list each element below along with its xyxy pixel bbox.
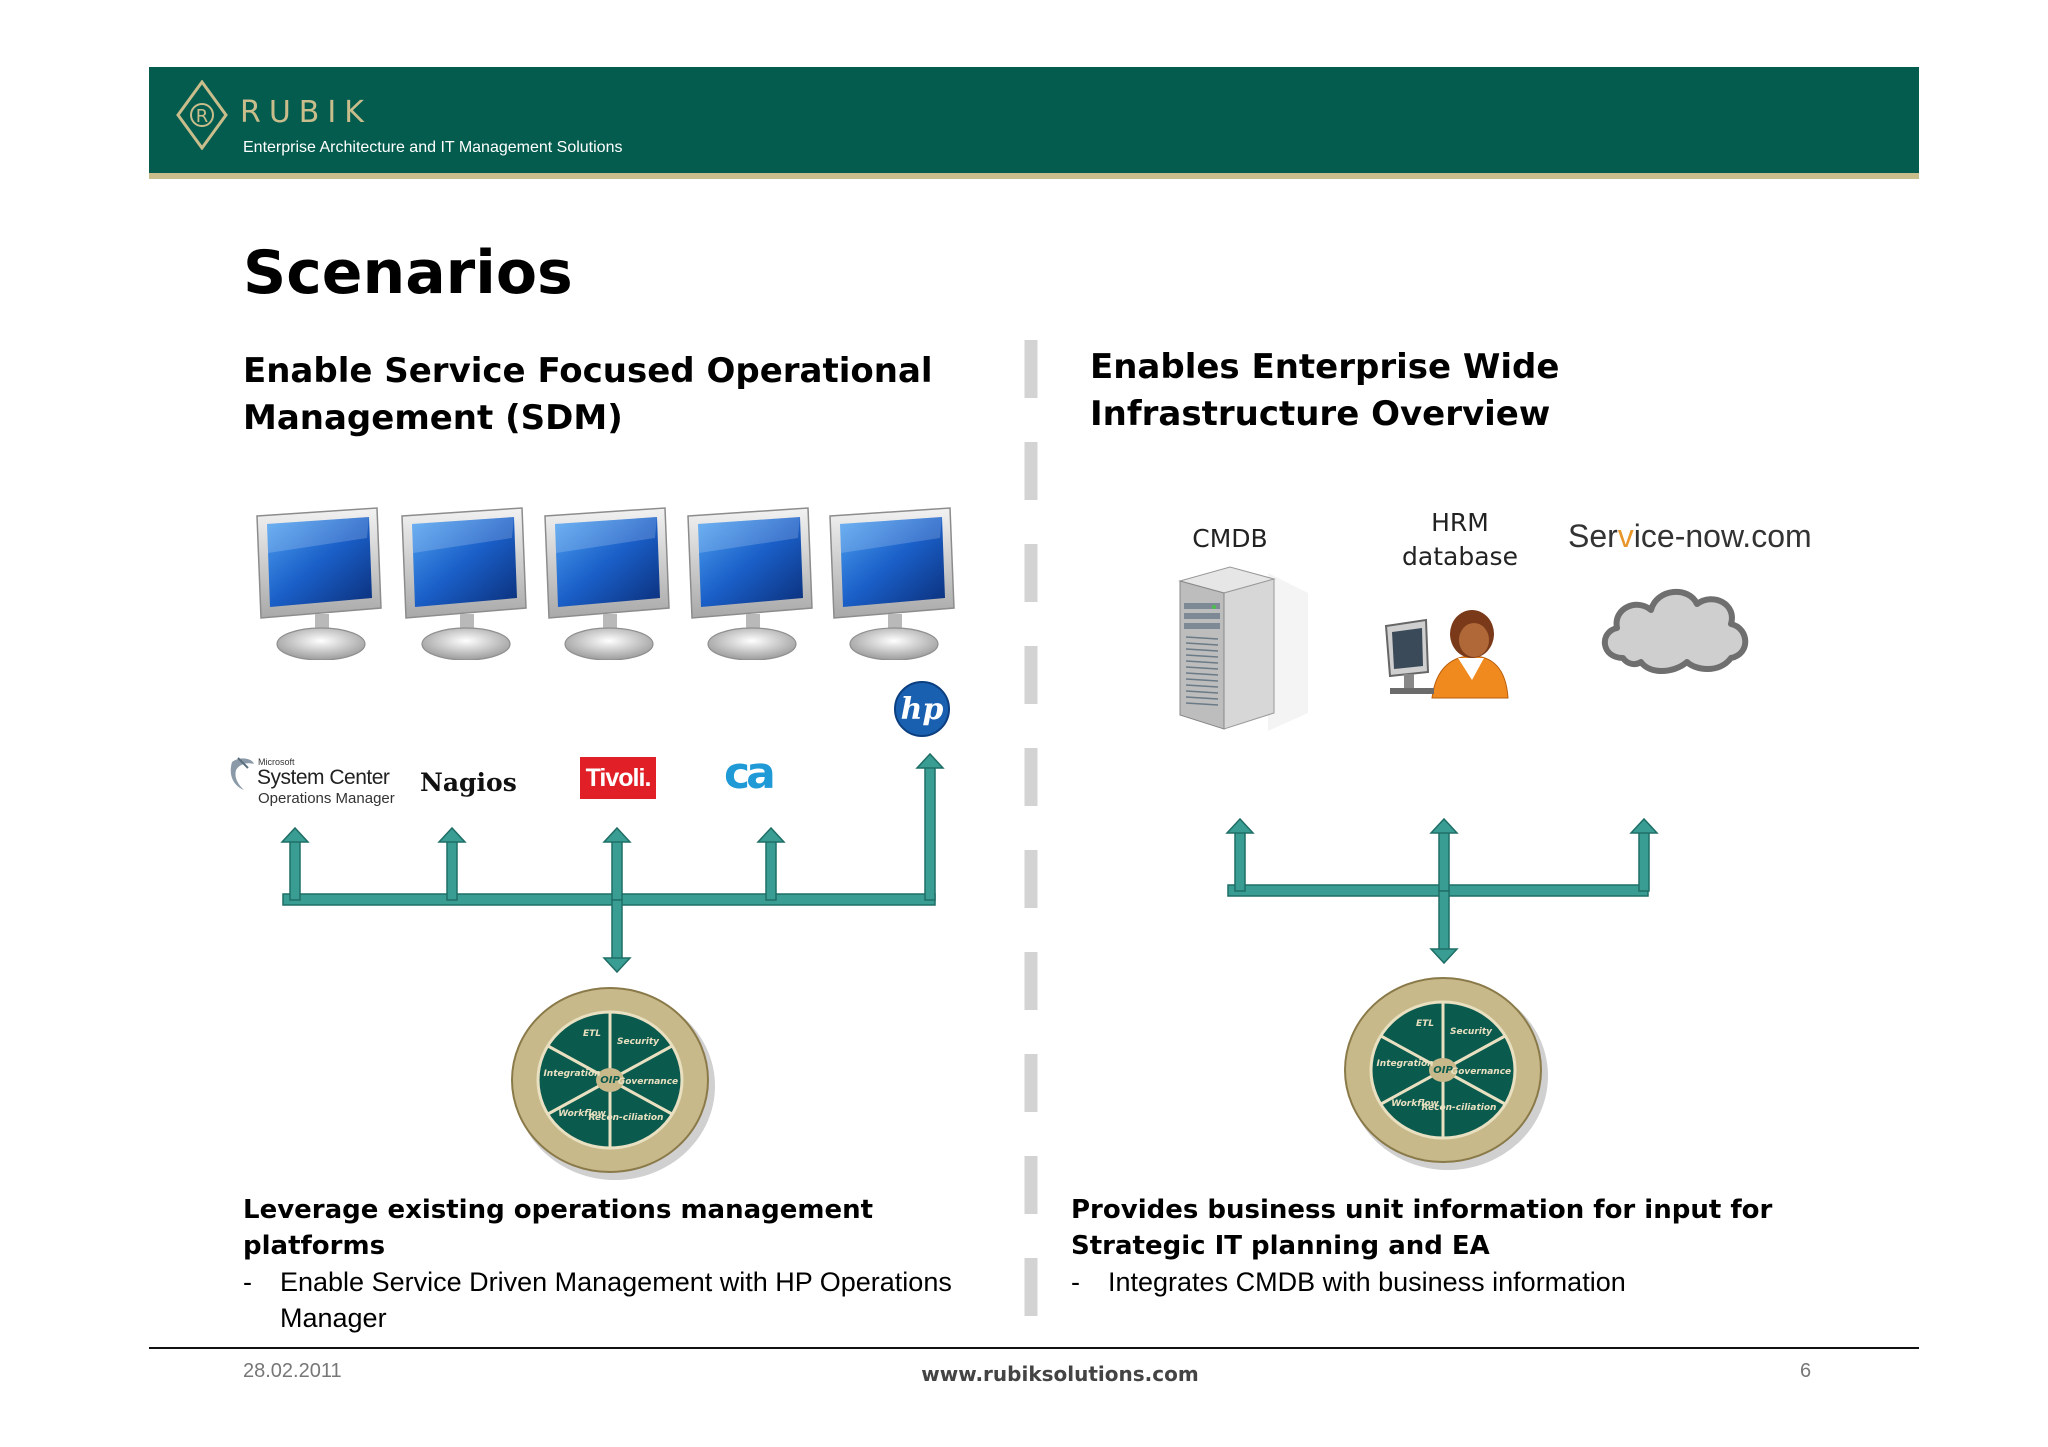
- logo-letter: R: [196, 106, 209, 127]
- system-center-subtitle: Operations Manager: [258, 790, 395, 807]
- oip-center: OIP: [1433, 1065, 1453, 1076]
- tivoli-logo-text: Tivoli.: [585, 763, 652, 792]
- oip-segment-reconciliation: Recon-ciliation: [589, 1113, 664, 1123]
- hrm-label-line2: database: [1402, 542, 1518, 571]
- right-heading-line2: Infrastructure Overview: [1090, 394, 1551, 434]
- monitor-icon: [256, 507, 382, 660]
- system-center-microsoft: Microsoft: [258, 757, 295, 767]
- right-summary: Provides business unit information for i…: [1071, 1192, 1851, 1300]
- left-summary: Leverage existing operations management …: [243, 1192, 1003, 1336]
- system-center-swoosh-icon: [230, 757, 254, 790]
- servicenow-logo: Service-now.com: [1568, 518, 1812, 555]
- right-summary-heading: Provides business unit information for i…: [1071, 1195, 1773, 1261]
- right-bullet-item: - Integrates CMDB with business informat…: [1071, 1264, 1851, 1300]
- monitor-icon: [829, 507, 955, 660]
- oip-wheel-left: ETL Security Governance Recon-ciliation …: [511, 987, 715, 1180]
- oip-segment-etl: ETL: [1416, 1019, 1434, 1029]
- oip-segment-security: Security: [617, 1037, 660, 1047]
- monitor-icon: [544, 507, 670, 660]
- hp-logo-icon: hp: [894, 681, 950, 737]
- oip-segment-integration: Integration: [1376, 1059, 1433, 1069]
- brand-tagline: Enterprise Architecture and IT Managemen…: [243, 139, 623, 156]
- servicenow-text-c: ice-now.com: [1633, 518, 1812, 554]
- right-heading-line1: Enables Enterprise Wide: [1090, 347, 1560, 387]
- footer-url[interactable]: www.rubiksolutions.com: [921, 1362, 1199, 1386]
- left-heading-line1: Enable Service Focused Operational: [243, 351, 933, 391]
- right-bullet-text: Integrates CMDB with business informatio…: [1108, 1267, 1626, 1297]
- header-bar: [149, 67, 1919, 173]
- hrm-user-icon: [1384, 610, 1509, 699]
- brand-name: RUBIK: [240, 95, 372, 130]
- oip-segment-reconciliation: Recon-ciliation: [1422, 1103, 1497, 1113]
- left-bullet-item: - Enable Service Driven Management with …: [243, 1264, 1003, 1336]
- left-heading-line2: Management (SDM): [243, 398, 623, 438]
- left-bullet-text: Enable Service Driven Management with HP…: [280, 1267, 952, 1333]
- cmdb-label: CMDB: [1192, 524, 1268, 553]
- bullet-dash: -: [1071, 1267, 1080, 1297]
- page-title: Scenarios: [243, 238, 573, 308]
- hrm-label-line1: HRM: [1431, 508, 1489, 537]
- server-icon: [1178, 566, 1308, 731]
- oip-segment-governance: Governance: [1451, 1067, 1511, 1077]
- right-connector-arrows: [1225, 817, 1659, 965]
- nagios-logo: Nagios: [420, 768, 517, 797]
- servicenow-text-a: Ser: [1568, 518, 1618, 554]
- section-divider: [1024, 340, 1038, 1320]
- oip-segment-etl: ETL: [583, 1029, 601, 1039]
- tivoli-logo: Tivoli.: [580, 757, 656, 799]
- ca-logo: ca: [724, 748, 776, 799]
- page-number: 6: [1800, 1360, 1812, 1382]
- footer-date: 28.02.2011: [243, 1360, 342, 1382]
- monitor-icon: [401, 507, 527, 660]
- monitor-icon: [687, 507, 813, 660]
- left-section-heading: Enable Service Focused Operational Manag…: [243, 348, 963, 442]
- bullet-dash: -: [243, 1267, 252, 1297]
- oip-center: OIP: [600, 1075, 620, 1086]
- rubik-logo-icon: R: [176, 80, 228, 150]
- oip-segment-governance: Governance: [618, 1077, 678, 1087]
- oip-segment-integration: Integration: [543, 1069, 600, 1079]
- oip-wheel-right: ETL Security Governance Recon-ciliation …: [1344, 977, 1548, 1170]
- monitor-row: [256, 507, 955, 660]
- oip-segment-workflow: Workflow: [1391, 1099, 1439, 1109]
- oip-segment-workflow: Workflow: [558, 1109, 606, 1119]
- system-center-title: System Center: [257, 766, 390, 789]
- hp-logo-text: hp: [901, 692, 944, 727]
- right-section-heading: Enables Enterprise Wide Infrastructure O…: [1090, 344, 1810, 438]
- hrm-label: HRM database: [1380, 506, 1540, 574]
- cloud-icon: [1601, 588, 1749, 674]
- left-connector-arrows: [280, 752, 945, 974]
- oip-segment-security: Security: [1450, 1027, 1493, 1037]
- header-accent-line: [149, 173, 1919, 179]
- servicenow-text-b: v: [1617, 518, 1634, 554]
- left-summary-heading: Leverage existing operations management …: [243, 1195, 874, 1261]
- footer-rule: [149, 1347, 1919, 1349]
